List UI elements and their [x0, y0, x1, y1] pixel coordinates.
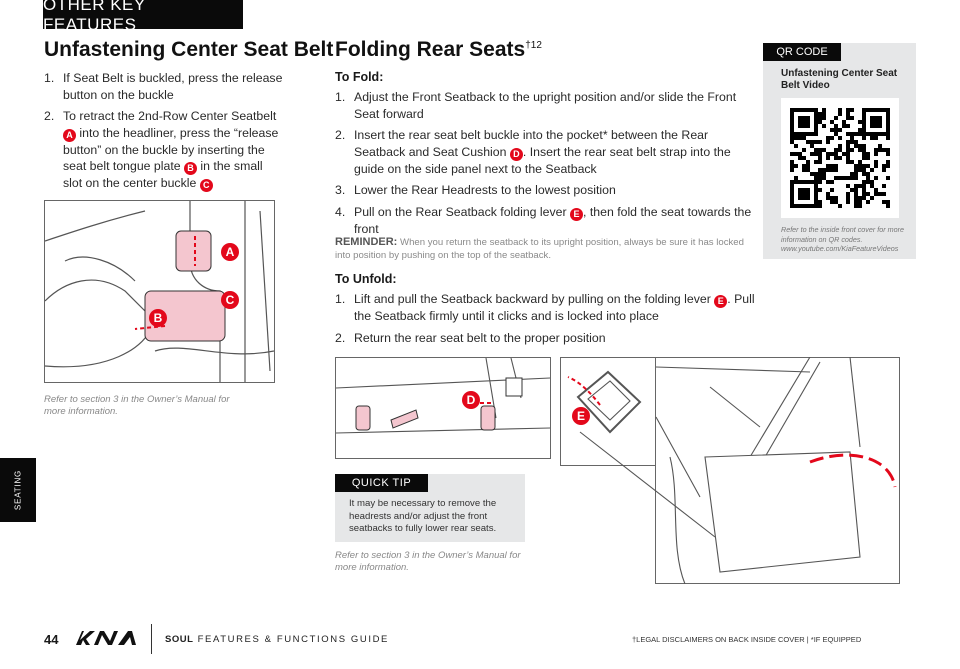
list-item: 1. If Seat Belt is buckled, press the rel…: [44, 70, 284, 103]
step-number: 2.: [335, 128, 346, 142]
guide-title: SOUL FEATURES & FUNCTIONS GUIDE: [165, 634, 389, 645]
callout-b-badge: B: [149, 309, 167, 327]
step-number: 2.: [44, 109, 55, 123]
guide-brand: SOUL: [165, 634, 194, 645]
seat-belt-illustration: A C B: [44, 200, 275, 383]
callout-badge: E: [714, 295, 728, 308]
qr-code[interactable]: [781, 98, 899, 218]
qr-code-panel: QR CODE Unfastening Center Seat Belt Vid…: [763, 43, 916, 259]
quick-tip-label: QUICK TIP: [335, 474, 428, 492]
step-text: . Insert the rear seat belt strap into t…: [354, 144, 731, 176]
side-tab-label: SEATING: [13, 469, 23, 511]
step-text: in the small slot on the center buckle: [63, 159, 263, 190]
list-item: 1. Adjust the Front Seatback to the uprig…: [335, 89, 760, 122]
step-text: into the headliner, press the “release b…: [63, 125, 279, 174]
middle-title-text: Folding Rear Seats: [335, 38, 526, 61]
callout-d-badge: D: [462, 391, 480, 409]
step-text: Return the rear seat belt to the proper …: [354, 330, 606, 345]
middle-caption: Refer to section 3 in the Owner’s Manual…: [335, 550, 521, 573]
list-item: 3. Lower the Rear Headrests to the lowest…: [335, 182, 760, 199]
step-text: Lower the Rear Headrests to the lowest p…: [354, 183, 616, 197]
callout-e-badge: E: [572, 407, 590, 425]
reminder-label: REMINDER:: [335, 236, 398, 248]
left-steps: 1. If Seat Belt is buckled, press the rel…: [44, 70, 284, 197]
seat-cushion-illustration: D: [335, 357, 551, 459]
step-number: 4.: [335, 204, 346, 219]
step-number: 1.: [335, 292, 346, 306]
legal-disclaimer: †LEGAL DISCLAIMERS ON BACK INSIDE COVER …: [632, 635, 862, 644]
callout-badge: E: [570, 207, 584, 221]
step-text: If Seat Belt is buckled, press the relea…: [63, 71, 283, 102]
qr-note: Refer to the inside front cover for more…: [781, 225, 905, 253]
callout-badge: B: [184, 162, 198, 175]
reminder-note: REMINDER: When you return the seatback t…: [335, 236, 755, 262]
reminder-text: When you return the seatback to its upri…: [335, 237, 744, 261]
fold-heading: To Fold:: [335, 70, 384, 84]
callout-a-badge: A: [221, 243, 239, 261]
step-number: 1.: [44, 71, 55, 85]
step-text: Insert the rear seat belt buckle into th…: [354, 128, 709, 159]
step-number: 2.: [335, 330, 346, 345]
section-tab: OTHER KEY FEATURES: [43, 0, 243, 34]
qr-title: Unfastening Center Seat Belt Video: [781, 68, 898, 91]
quick-tip-text: It may be necessary to remove the headre…: [349, 498, 497, 534]
footer-divider: [151, 624, 152, 654]
step-number: 3.: [335, 183, 346, 197]
list-item: 1. Lift and pull the Seatback backward by…: [335, 291, 760, 325]
callout-badge: A: [63, 128, 76, 142]
step-text: To retract the 2nd-Row Center Seatbelt: [63, 109, 277, 123]
side-tab: SEATING: [0, 458, 36, 522]
unfold-steps: 1. Lift and pull the Seatback backward by…: [335, 291, 760, 351]
step-text: Lift and pull the Seatback backward by p…: [354, 292, 715, 306]
step-text: Pull on the Rear Seatback folding lever: [354, 204, 571, 219]
kia-logo: [74, 629, 138, 652]
step-number: 1.: [335, 90, 346, 104]
left-caption: Refer to section 3 in the Owner’s Manual…: [44, 394, 230, 417]
section-tab-label: OTHER KEY FEATURES: [43, 0, 146, 34]
qr-code-tag: QR CODE: [763, 43, 841, 61]
list-item: 2. To retract the 2nd-Row Center Seatbelt…: [44, 108, 284, 192]
callout-badge: D: [509, 147, 523, 161]
left-title: Unfastening Center Seat Belt: [44, 38, 334, 61]
middle-title: Folding Rear Seats†12: [335, 38, 542, 62]
list-item: 2. Insert the rear seat belt buckle into …: [335, 127, 760, 177]
step-text: . Pull the Seatback firmly until it clic…: [354, 292, 755, 323]
list-item: 4. Pull on the Rear Seatback folding leve…: [335, 204, 760, 238]
guide-title-text: FEATURES & FUNCTIONS GUIDE: [197, 634, 389, 645]
middle-title-sup: †12: [525, 40, 542, 51]
callout-c-badge: C: [221, 291, 239, 309]
step-text: Adjust the Front Seatback to the upright…: [354, 90, 737, 121]
page-number: 44: [44, 632, 59, 647]
step-text: , then fold the seat towards the front: [354, 204, 752, 236]
list-item: 2. Return the rear seat belt to the prope…: [335, 330, 760, 347]
callout-badge: C: [199, 179, 213, 192]
quick-tip-box: QUICK TIP It may be necessary to remove …: [335, 474, 525, 542]
folded-seat-illustration: E: [560, 356, 900, 585]
fold-steps: 1. Adjust the Front Seatback to the uprig…: [335, 89, 760, 242]
unfold-heading: To Unfold:: [335, 272, 397, 286]
